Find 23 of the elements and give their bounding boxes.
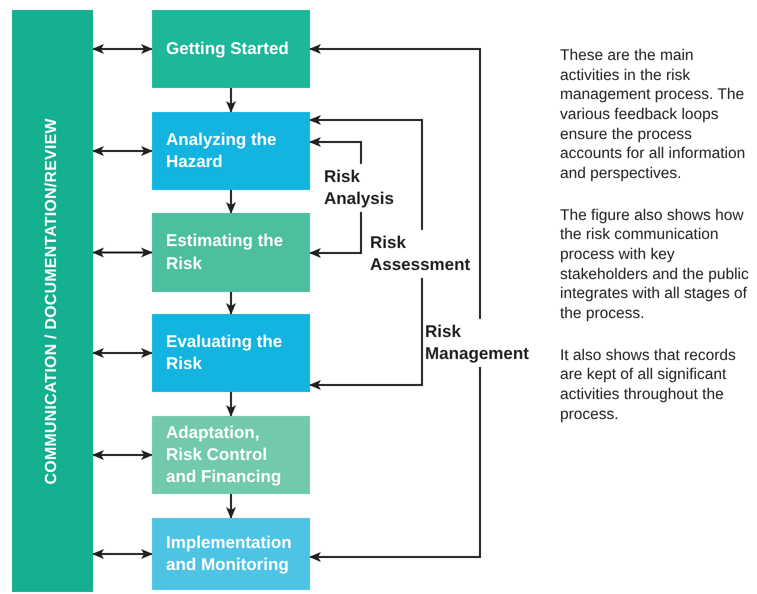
feedback-arrow: [309, 115, 423, 390]
arrow: [92, 146, 153, 156]
arrow: [92, 44, 153, 54]
arrow: [226, 494, 236, 519]
process-box: Estimating the Risk: [152, 213, 310, 292]
process-box: Implementation and Monitoring: [152, 518, 310, 590]
arrow: [226, 392, 236, 417]
process-box: Evaluating the Risk: [152, 314, 310, 392]
arrow: [226, 190, 236, 214]
arrow: [226, 292, 236, 315]
side-bar: COMMUNICATION / DOCUMENTATION/REVIEW: [12, 10, 93, 592]
process-box: Getting Started: [152, 10, 310, 88]
feedback-arrow: [309, 44, 481, 562]
process-box: Adaptation, Risk Control and Financing: [152, 416, 310, 494]
note-paragraph: These are the main activities in the risk management process. The various feedback loops ensure the process accounts for all information and perspectives.: [560, 46, 746, 184]
process-box: Analyzing the Hazard: [152, 112, 310, 190]
arrow: [92, 348, 153, 358]
arrow: [226, 88, 236, 113]
note-paragraph: It also shows that records are kept of all significant activities throughout the process.: [560, 346, 737, 424]
note-paragraph: The figure also shows how the risk communication process with key stakeholders and the public integrates with all stages of the process.: [560, 206, 750, 324]
arrow: [92, 248, 153, 258]
arrow: [92, 450, 153, 460]
arrow: [92, 549, 153, 559]
